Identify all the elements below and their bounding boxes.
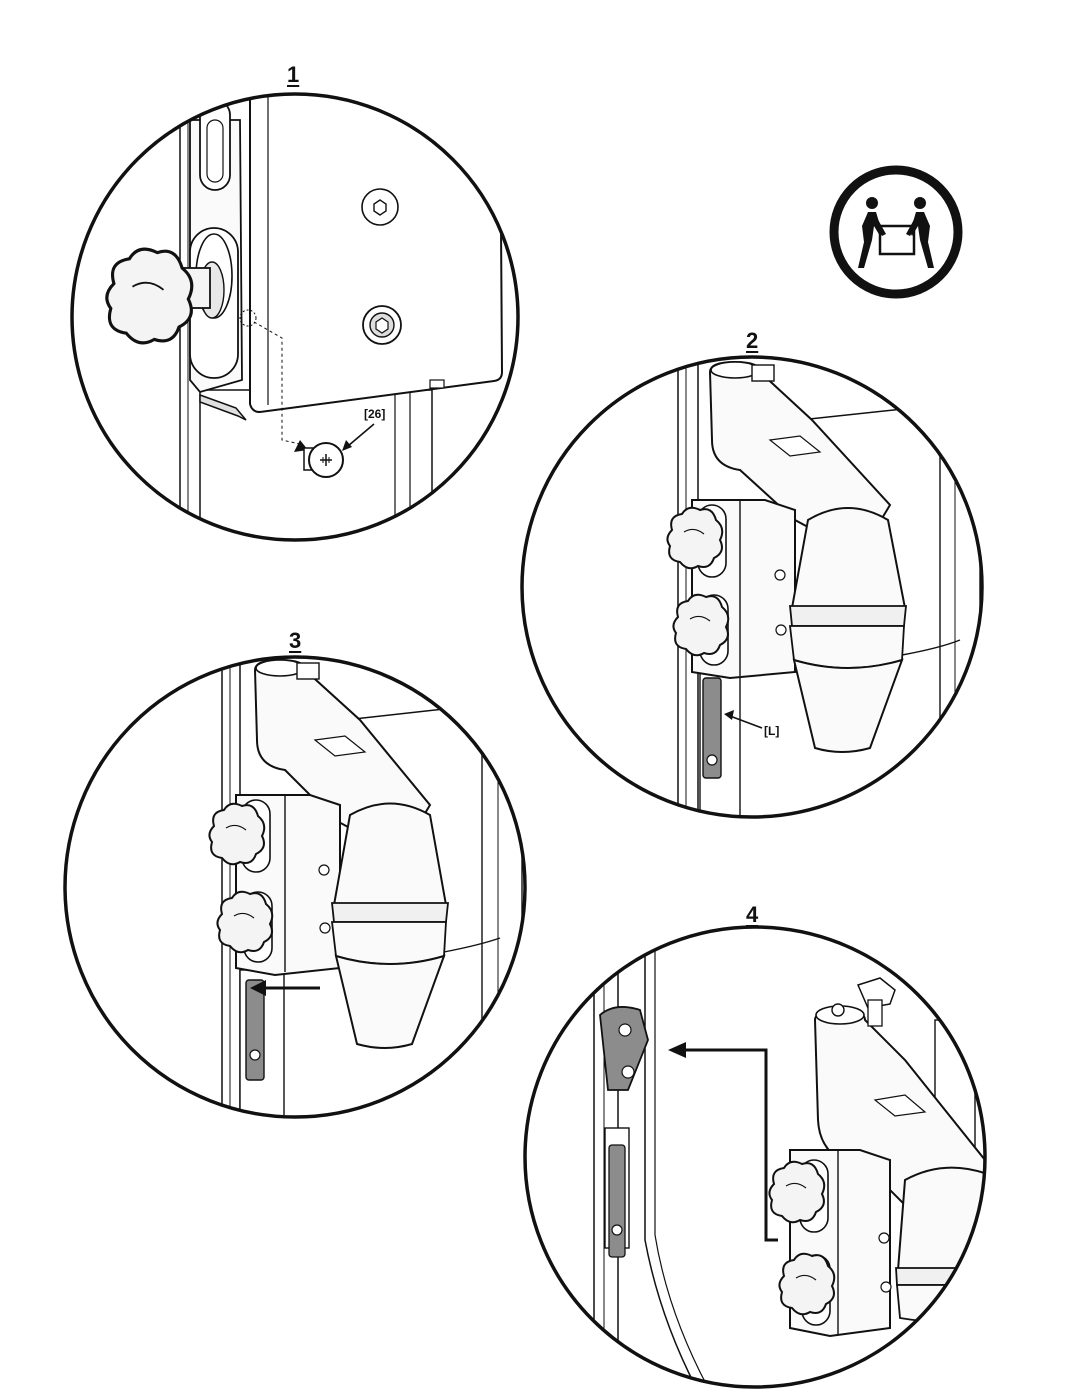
step-3-panel [63, 655, 527, 1119]
step-4-number: 4 [746, 902, 759, 927]
step-2-callout-l: [L] [764, 724, 779, 738]
step-4-panel [523, 925, 987, 1389]
step-3-number: 3 [289, 628, 302, 653]
two-person-lift-icon [829, 165, 963, 299]
step-2-panel: [L] [520, 355, 984, 819]
step-3-circle [63, 655, 527, 1119]
step-1-panel: [26] [70, 92, 520, 542]
step-4-circle [523, 925, 987, 1389]
step-2-circle [520, 355, 984, 819]
step-1-number: 1 [287, 62, 300, 87]
step-2-number: 2 [746, 328, 759, 353]
step-1-callout-26: [26] [364, 407, 385, 421]
step-1-circle [70, 92, 520, 542]
